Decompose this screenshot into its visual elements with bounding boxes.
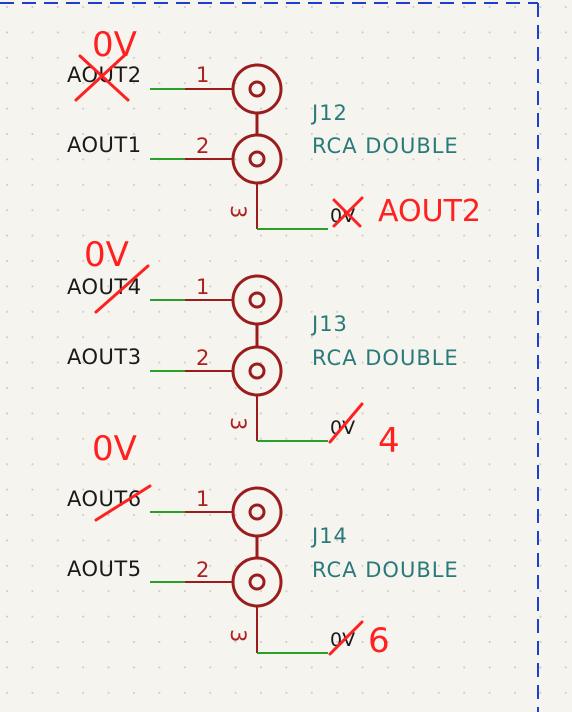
handwritten-strike-pin3 bbox=[332, 196, 364, 228]
handwritten-annotation-pin1: 0V bbox=[92, 25, 137, 65]
net-label-pin1: AOUT4 bbox=[67, 275, 142, 299]
handwritten-annotation-pin1: 0V bbox=[92, 429, 137, 469]
part-value: RCA DOUBLE bbox=[312, 134, 459, 158]
reference-designator: J13 bbox=[310, 312, 348, 336]
part-value: RCA DOUBLE bbox=[312, 558, 459, 582]
pin-number-2: 2 bbox=[196, 558, 209, 582]
pin-number-2: 2 bbox=[196, 346, 209, 370]
connector-j13[interactable]: AOUT4 AOUT3 1 2 3 J13 RCA DOUBLE 0V 0V 4 bbox=[67, 235, 459, 461]
connector-j12[interactable]: AOUT2 AOUT1 1 2 3 J12 RCA DOUBLE 0V 0V A… bbox=[67, 25, 481, 230]
pin-number-3: 3 bbox=[226, 205, 250, 218]
sheet-border bbox=[0, 2, 539, 712]
handwritten-strike-pin3 bbox=[328, 620, 364, 656]
part-value: RCA DOUBLE bbox=[312, 346, 459, 370]
pin-number-1: 1 bbox=[196, 275, 209, 299]
rca-jack-bottom-center bbox=[248, 150, 266, 168]
rca-jack-top-center bbox=[248, 291, 266, 309]
handwritten-strike-pin1 bbox=[94, 264, 150, 314]
net-label-pin2: AOUT5 bbox=[67, 557, 142, 581]
reference-designator: J12 bbox=[310, 101, 348, 125]
rca-jack-bottom-center bbox=[248, 573, 266, 591]
handwritten-annotation-pin1: 0V bbox=[84, 235, 129, 275]
net-label-pin2: AOUT3 bbox=[67, 345, 142, 369]
connector-j14[interactable]: AOUT6 AOUT5 1 2 3 J14 RCA DOUBLE 0V 0V 6 bbox=[67, 429, 459, 661]
rca-jack-top-center bbox=[248, 80, 266, 98]
handwritten-strike-pin1 bbox=[94, 484, 152, 522]
handwritten-strike-pin1 bbox=[74, 52, 130, 102]
rca-jack-bottom-center bbox=[248, 362, 266, 380]
rca-jack-top-center bbox=[248, 503, 266, 521]
net-label-pin2: AOUT1 bbox=[67, 133, 142, 157]
pin-number-3: 3 bbox=[226, 417, 250, 430]
reference-designator: J14 bbox=[310, 524, 348, 548]
handwritten-annotation-pin3: AOUT2 bbox=[378, 194, 481, 229]
pin-number-3: 3 bbox=[226, 629, 250, 642]
handwritten-annotation-pin3: 4 bbox=[378, 421, 400, 461]
handwritten-strike-pin3 bbox=[328, 402, 364, 444]
handwritten-annotation-pin3: 6 bbox=[368, 621, 390, 661]
pin-number-1: 1 bbox=[196, 487, 209, 511]
pin-number-1: 1 bbox=[196, 63, 209, 87]
pin-number-2: 2 bbox=[196, 134, 209, 158]
